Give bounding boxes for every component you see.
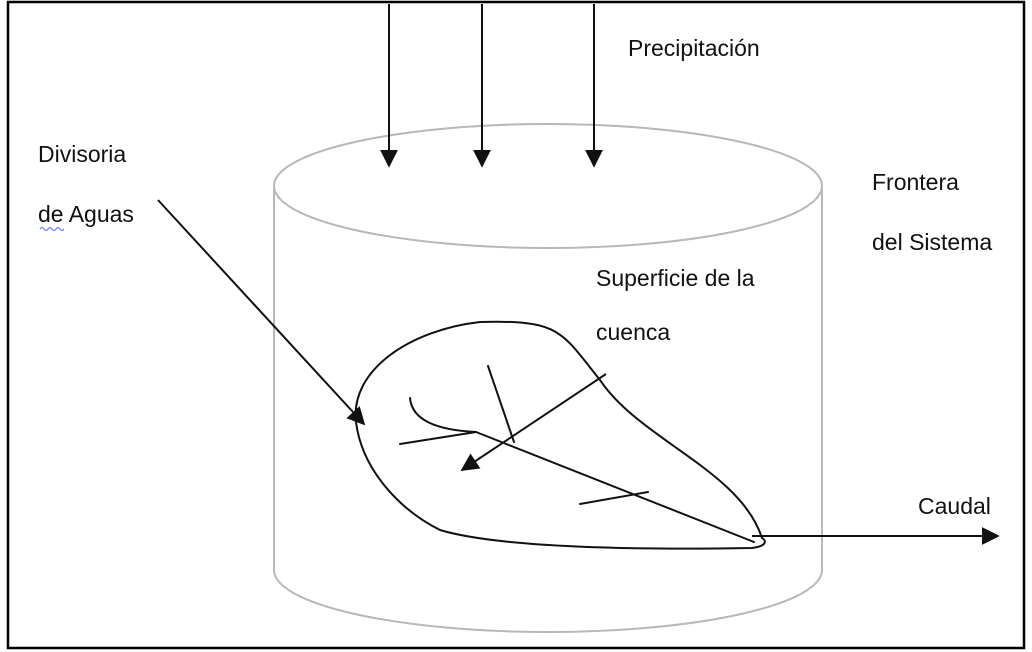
surface-pointer-arrow <box>460 373 607 471</box>
drainage-network <box>399 365 755 543</box>
tributary <box>399 431 477 445</box>
divide-label-line1: Divisoria <box>38 141 126 167</box>
frame-border <box>6 0 1026 650</box>
boundary-label-line2: del Sistema <box>872 229 992 255</box>
surface-label-line2: cuenca <box>596 319 670 345</box>
system-boundary-cylinder <box>273 123 823 633</box>
precipitation-arrows <box>380 4 603 168</box>
cylinder-bottom-arc <box>273 569 823 633</box>
surface-label-line1: Superficie de la <box>596 265 755 291</box>
divide-pointer-arrow <box>157 199 366 426</box>
tributary <box>487 365 515 443</box>
cylinder-top-ellipse <box>273 123 823 249</box>
spellcheck-squiggle <box>39 226 65 232</box>
tributary <box>409 397 477 433</box>
outflow-label: Caudal <box>918 493 991 519</box>
precipitation-label: Precipitación <box>628 35 760 61</box>
basin-outline <box>354 320 766 550</box>
tributary <box>579 491 649 505</box>
boundary-label-line1: Frontera <box>872 169 959 195</box>
divide-label-line2: de Aguas <box>38 201 134 227</box>
main-channel <box>475 431 755 543</box>
